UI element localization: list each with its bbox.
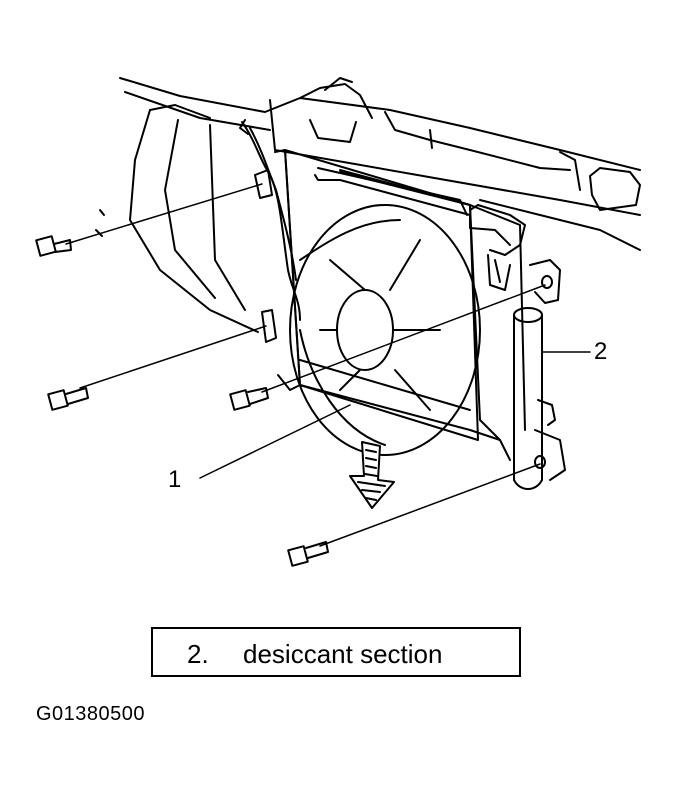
callout-label-1: 1 [168,466,182,493]
condenser-core [299,169,526,461]
right-mounting-brackets [529,259,561,469]
bolt-bottom [287,463,541,567]
bolt-center [229,284,546,411]
left-mounting-brackets [254,169,277,343]
callout-1-leader [199,404,351,479]
bolt-upper-left [35,183,263,257]
figure-code: G01380500 [36,703,146,725]
bolt-middle-left [47,325,267,411]
radiator-support-frame [95,77,641,333]
legend-item-number: 2. [187,639,209,669]
radiator-fan-shroud [274,149,481,456]
wiring-harness [239,119,301,321]
legend-item-text: desiccant section [243,639,443,669]
condenser-removal-illustration [35,77,641,567]
receiver-dryer-desiccant-section [513,307,566,490]
legend-box: 2. desiccant section [151,627,521,677]
removal-direction-arrow [349,441,395,509]
callout-label-2: 2 [594,338,608,365]
